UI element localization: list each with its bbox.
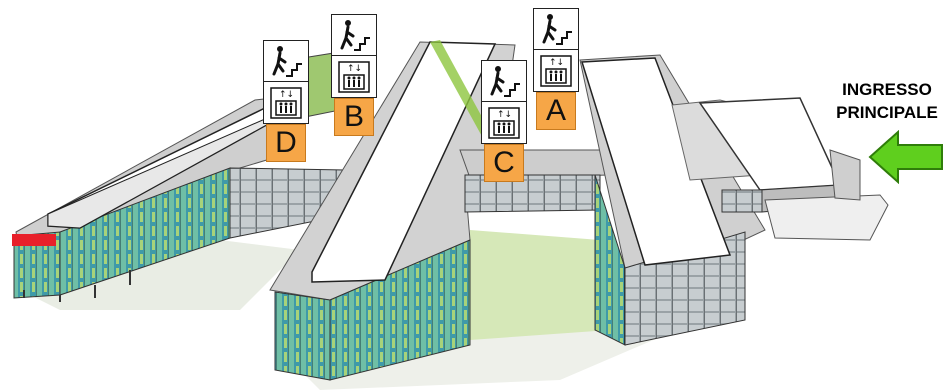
- grass-courtyard: [470, 230, 610, 340]
- stairs-icon: [331, 14, 377, 56]
- entrance-label-line2: PRINCIPALE: [836, 103, 938, 122]
- marker-B: ↑↓ B: [330, 14, 378, 136]
- marker-A: ↑↓ A: [532, 8, 580, 130]
- support-columns: [23, 270, 131, 302]
- elevator-icon: ↑↓: [533, 50, 579, 92]
- marker-D: ↑↓ D: [262, 40, 310, 162]
- central-wing-facade: [274, 291, 331, 381]
- central-wing-skylight: [311, 41, 497, 283]
- marker-letter: A: [536, 92, 576, 130]
- elevator-icon: ↑↓: [331, 56, 377, 98]
- entrance-label-line1: INGRESSO: [842, 80, 932, 99]
- svg-text:↑↓: ↑↓: [549, 58, 564, 68]
- entrance-steps: [829, 149, 861, 201]
- left-wing-skylight-side: [47, 107, 291, 229]
- ground-shadow: [30, 240, 300, 310]
- marker-letter: C: [484, 144, 524, 182]
- marker-letter: D: [266, 124, 306, 162]
- svg-text:↑↓: ↑↓: [347, 64, 362, 74]
- right-wing-skylight: [580, 57, 732, 266]
- elevator-icon: ↑↓: [481, 102, 527, 144]
- main-entrance-label: INGRESSO PRINCIPALE: [828, 78, 946, 124]
- central-wing-facade: [329, 239, 471, 381]
- svg-text:↑↓: ↑↓: [279, 90, 294, 100]
- marker-letter: B: [334, 98, 374, 136]
- stairs-icon: [533, 8, 579, 50]
- svg-text:↑↓: ↑↓: [497, 110, 512, 120]
- red-accent-band: [12, 234, 56, 246]
- elevator-icon: ↑↓: [263, 82, 309, 124]
- arrow-left-icon: [868, 130, 943, 184]
- marker-C: ↑↓ C: [480, 60, 528, 182]
- entrance-building-facade: [721, 189, 763, 213]
- stairs-icon: [481, 60, 527, 102]
- entrance-canopy: [764, 194, 889, 241]
- stairs-icon: [263, 40, 309, 82]
